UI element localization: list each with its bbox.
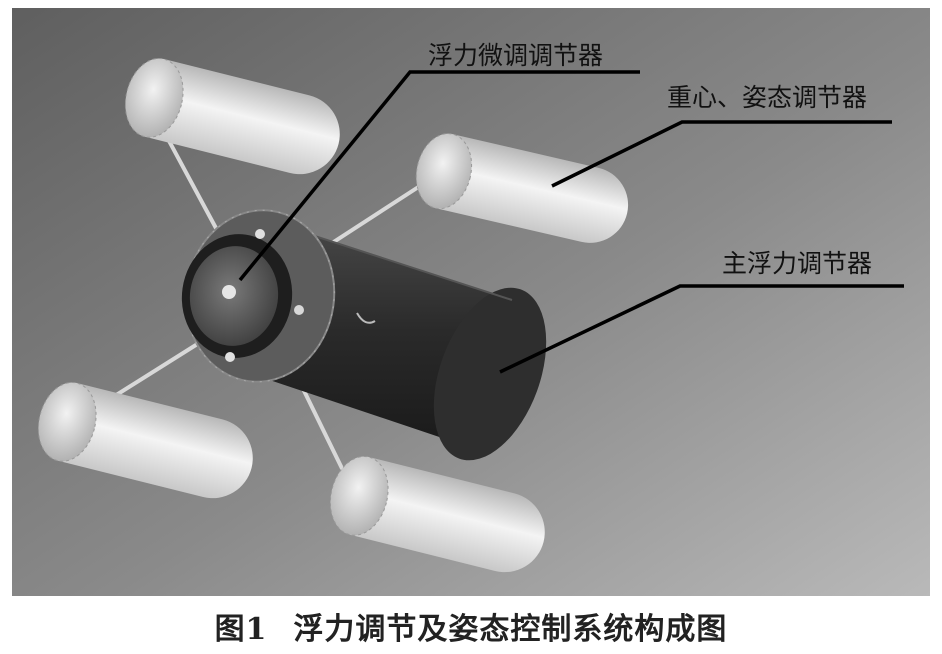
body-marker	[356, 312, 376, 324]
leader-center-attitude	[551, 120, 892, 188]
figure-title: 浮力调节及姿态控制系统构成图	[293, 612, 728, 647]
label-fine-buoyancy-regulator: 浮力微调调节器	[428, 41, 603, 70]
leader-fine-buoyancy	[238, 70, 640, 282]
float-bottom-right	[329, 455, 545, 573]
system-diagram: 浮力微调调节器 重心、姿态调节器 主浮力调节器	[12, 8, 930, 596]
leader-lines	[238, 70, 904, 374]
bolt-top	[255, 229, 265, 239]
label-main-buoyancy-regulator: 主浮力调节器	[722, 249, 872, 278]
float-top-right	[415, 133, 629, 243]
figure-number: 图1	[214, 612, 268, 647]
leader-main-buoyancy	[499, 284, 904, 374]
bolt-bottom	[225, 352, 235, 362]
center-hub	[222, 285, 236, 299]
bolt-right	[294, 305, 304, 315]
label-center-attitude-regulator: 重心、姿态调节器	[667, 83, 867, 112]
fine-buoyancy-unit	[181, 229, 304, 362]
float-bottom-left	[37, 381, 253, 499]
float-top-left	[124, 57, 340, 175]
figure-caption: 图1 浮力调节及姿态控制系统构成图	[0, 604, 942, 648]
